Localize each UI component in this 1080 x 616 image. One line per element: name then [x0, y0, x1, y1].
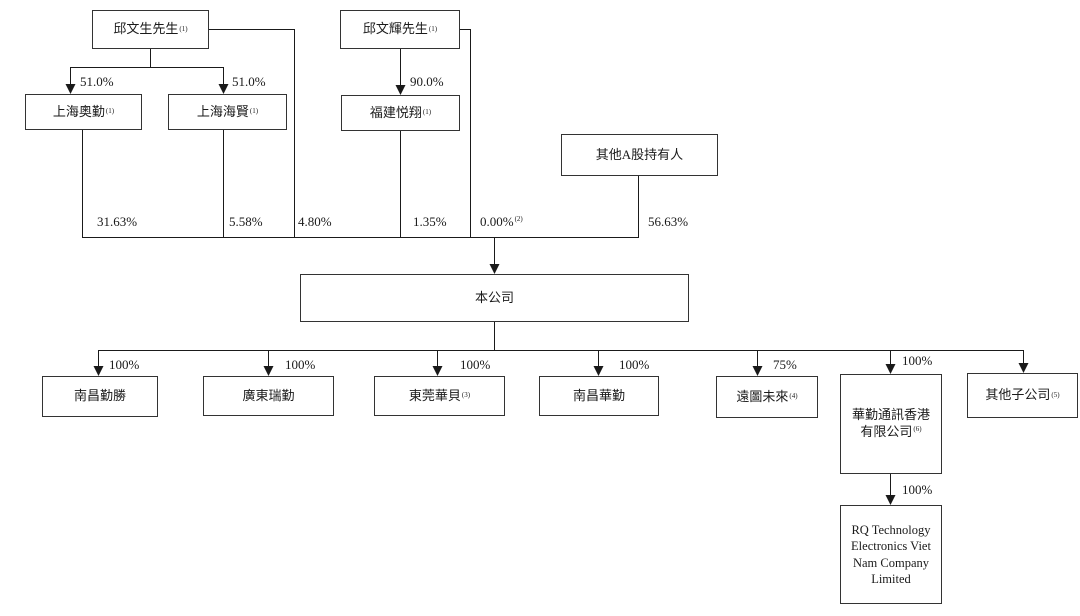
node-label: 南昌華勤 — [572, 387, 625, 403]
pct-company-guangdong: 100% — [285, 357, 316, 372]
node-label: 廣東瑞勤 — [242, 387, 295, 403]
pct-value: 0.00% — [480, 214, 514, 229]
pct-wenhui-company: 0.00%(2) — [480, 214, 523, 230]
node-shanghai-aoqin: 上海奧勤(1) — [25, 94, 142, 130]
node-label-line2: 有限公司 — [860, 424, 913, 439]
node-label: 其他子公司 — [985, 387, 1051, 403]
node-label-line3: Nam Company — [852, 555, 930, 570]
footnote-mark: (6) — [913, 424, 922, 433]
footnote-mark: (2) — [514, 214, 523, 223]
node-qiu-wenhui: 邱文輝先生(1) — [340, 10, 460, 49]
pct-company-dongguan: 100% — [460, 357, 491, 372]
pct-wensheng-company: 4.80% — [298, 214, 332, 229]
pct-company-nanchang-huaqin: 100% — [619, 357, 650, 372]
node-label: 邱文生先生 — [113, 21, 179, 37]
footnote-mark: (4) — [789, 392, 798, 401]
node-label: 本公司 — [474, 289, 514, 305]
pct-wensheng-ao: 51.0% — [80, 74, 114, 89]
pct-hk-rq: 100% — [902, 482, 933, 497]
pct-company-nanchang-qinsheng: 100% — [109, 357, 140, 372]
node-fujian-yuexiang: 福建悦翔(1) — [341, 95, 460, 131]
node-label-line1: RQ Technology — [851, 523, 931, 537]
node-yuantu-weilai: 遠圖未來(4) — [716, 376, 818, 418]
node-label-line1: 華勤通訊香港 — [851, 407, 930, 423]
node-label-line4: Limited — [871, 571, 911, 586]
pct-company-yuantu: 75% — [773, 357, 797, 372]
pct-other-a-company: 56.63% — [648, 214, 689, 229]
node-label: 邱文輝先生 — [362, 21, 428, 37]
pct-fujian-company: 1.35% — [413, 214, 447, 229]
node-label: 其他A股持有人 — [595, 146, 684, 162]
footnote-mark: (3) — [461, 391, 471, 400]
pct-wenhui-fujian: 90.0% — [410, 74, 444, 89]
node-label: 上海海賢 — [196, 103, 249, 119]
node-nanchang-huaqin: 南昌華勤 — [539, 376, 659, 416]
node-label: 遠圖未來 — [736, 388, 789, 404]
node-label: 上海奧勤 — [52, 103, 105, 119]
node-label: 南昌勤勝 — [73, 388, 126, 404]
node-nanchang-qinsheng: 南昌勤勝 — [42, 376, 158, 417]
pct-haixian-company: 5.58% — [229, 214, 263, 229]
node-dongguan-huabei: 東莞華貝(3) — [374, 376, 505, 416]
footnote-mark: (1) — [249, 107, 259, 116]
node-the-company: 本公司 — [300, 274, 689, 322]
footnote-mark: (5) — [1051, 390, 1060, 399]
footnote-mark: (1) — [422, 108, 432, 117]
node-shanghai-haixian: 上海海賢(1) — [168, 94, 287, 130]
node-guangdong-ruiqin: 廣東瑞勤 — [203, 376, 334, 416]
pct-ao-company: 31.63% — [97, 214, 138, 229]
pct-company-hk: 100% — [902, 353, 933, 368]
pct-wensheng-haixian: 51.0% — [232, 74, 266, 89]
node-other-subsidiaries: 其他子公司(5) — [967, 373, 1078, 418]
node-other-a-shareholders: 其他A股持有人 — [561, 134, 718, 176]
node-label-line2: Electronics Viet — [851, 539, 931, 554]
node-qiu-wensheng: 邱文生先生(1) — [92, 10, 209, 49]
footnote-mark: (1) — [179, 24, 188, 33]
node-rq-technology-vietnam: RQ Technology Electronics Viet Nam Compa… — [840, 505, 942, 604]
node-huaqin-hong-kong: 華勤通訊香港 有限公司(6) — [840, 374, 942, 474]
node-label: 福建悦翔 — [369, 104, 422, 120]
footnote-mark: (1) — [105, 107, 115, 116]
footnote-mark: (1) — [428, 24, 438, 33]
node-label: 東莞華貝 — [408, 387, 461, 403]
